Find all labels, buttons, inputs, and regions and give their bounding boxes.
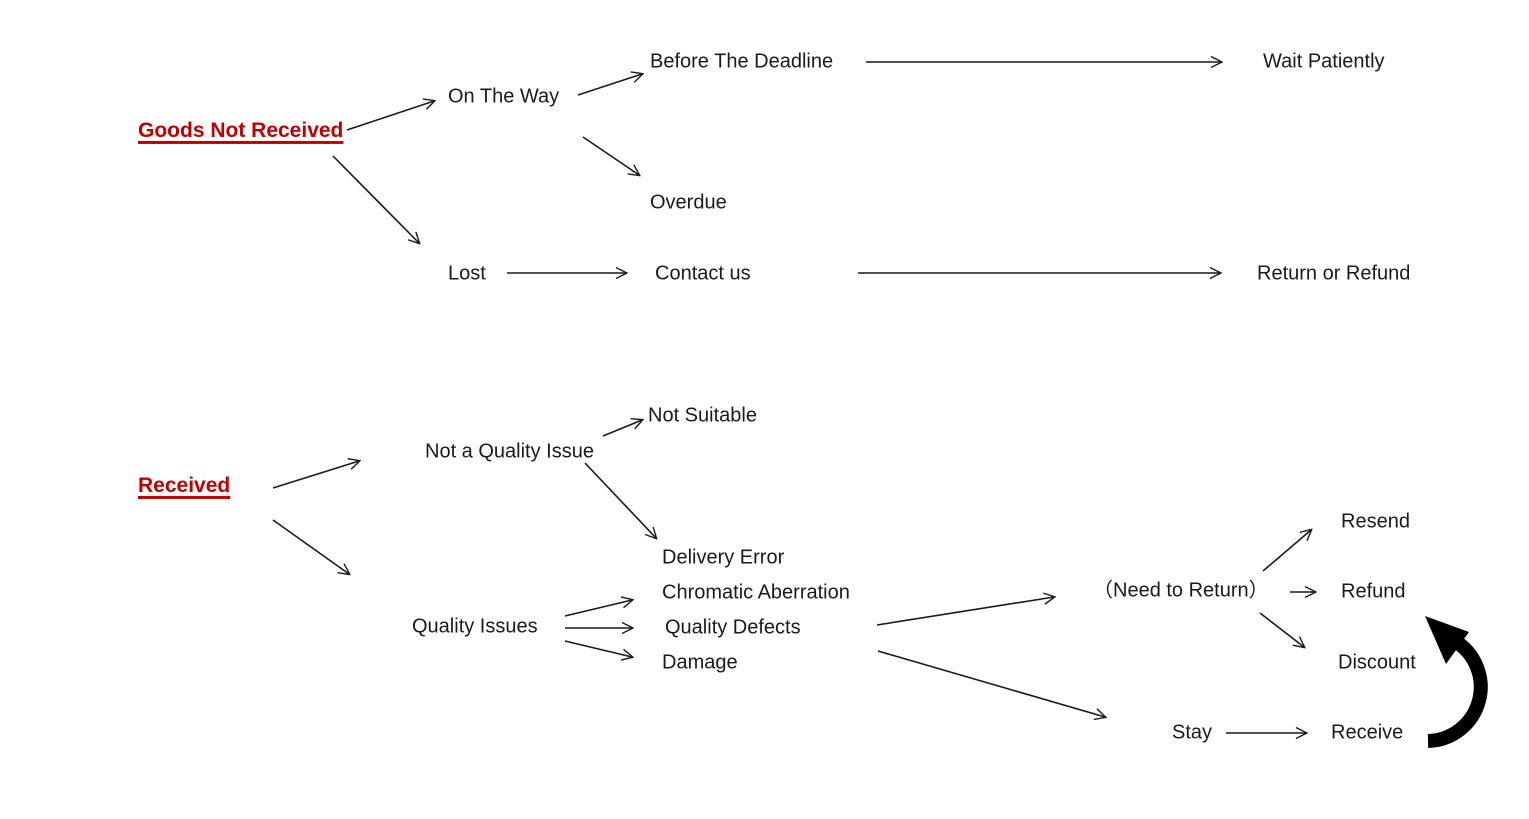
arrow-need-to-return-to-resend xyxy=(1262,530,1311,572)
node-need-to-return: （Need to Return） xyxy=(1093,579,1269,602)
node-chromatic-aberration: Chromatic Aberration xyxy=(662,581,850,604)
node-resend: Resend xyxy=(1341,510,1410,533)
node-damage: Damage xyxy=(662,651,738,674)
node-before-the-deadline: Before The Deadline xyxy=(650,50,834,73)
arrow-quality-issues-to-damage xyxy=(564,640,632,657)
node-discount: Discount xyxy=(1338,651,1416,674)
arrow-not-a-quality-issue-to-delivery-error xyxy=(584,462,656,538)
node-quality-issues: Quality Issues xyxy=(412,615,538,638)
node-return-or-refund: Return or Refund xyxy=(1257,262,1411,285)
node-not-a-quality-issue: Not a Quality Issue xyxy=(425,440,594,463)
arrow-received-to-not-a-quality-issue xyxy=(272,461,359,489)
arrow-goods-not-received-to-on-the-way xyxy=(346,101,434,131)
node-received: Received xyxy=(138,473,231,497)
arrow-not-a-quality-issue-to-not-suitable xyxy=(602,420,642,437)
arrow-on-the-way-to-overdue xyxy=(582,136,639,175)
node-not-suitable: Not Suitable xyxy=(648,404,757,427)
node-wait-patiently: Wait Patiently xyxy=(1263,50,1385,73)
arrow-goods-not-received-to-lost xyxy=(332,155,419,243)
arrow-quality-defects-to-stay xyxy=(877,650,1105,717)
node-overdue: Overdue xyxy=(650,191,727,214)
node-delivery-error: Delivery Error xyxy=(662,546,785,569)
node-on-the-way: On The Way xyxy=(448,85,560,108)
node-quality-defects: Quality Defects xyxy=(665,616,801,639)
arrow-received-to-quality-issues xyxy=(272,519,349,574)
node-contact-us: Contact us xyxy=(655,262,751,285)
node-refund: Refund xyxy=(1341,580,1406,603)
arrow-quality-issues-to-chromatic-aberration xyxy=(564,600,632,617)
node-goods-not-received: Goods Not Received xyxy=(138,118,344,142)
node-receive: Receive xyxy=(1331,721,1404,744)
node-lost: Lost xyxy=(448,262,486,285)
arrow-on-the-way-to-before-the-deadline xyxy=(577,74,642,96)
node-stay: Stay xyxy=(1172,721,1213,744)
arrow-need-to-return-to-discount xyxy=(1259,612,1304,647)
loop-arrow-receive-to-discount-icon xyxy=(1425,616,1488,748)
arrow-quality-defects-to-need-to-return xyxy=(876,597,1054,626)
